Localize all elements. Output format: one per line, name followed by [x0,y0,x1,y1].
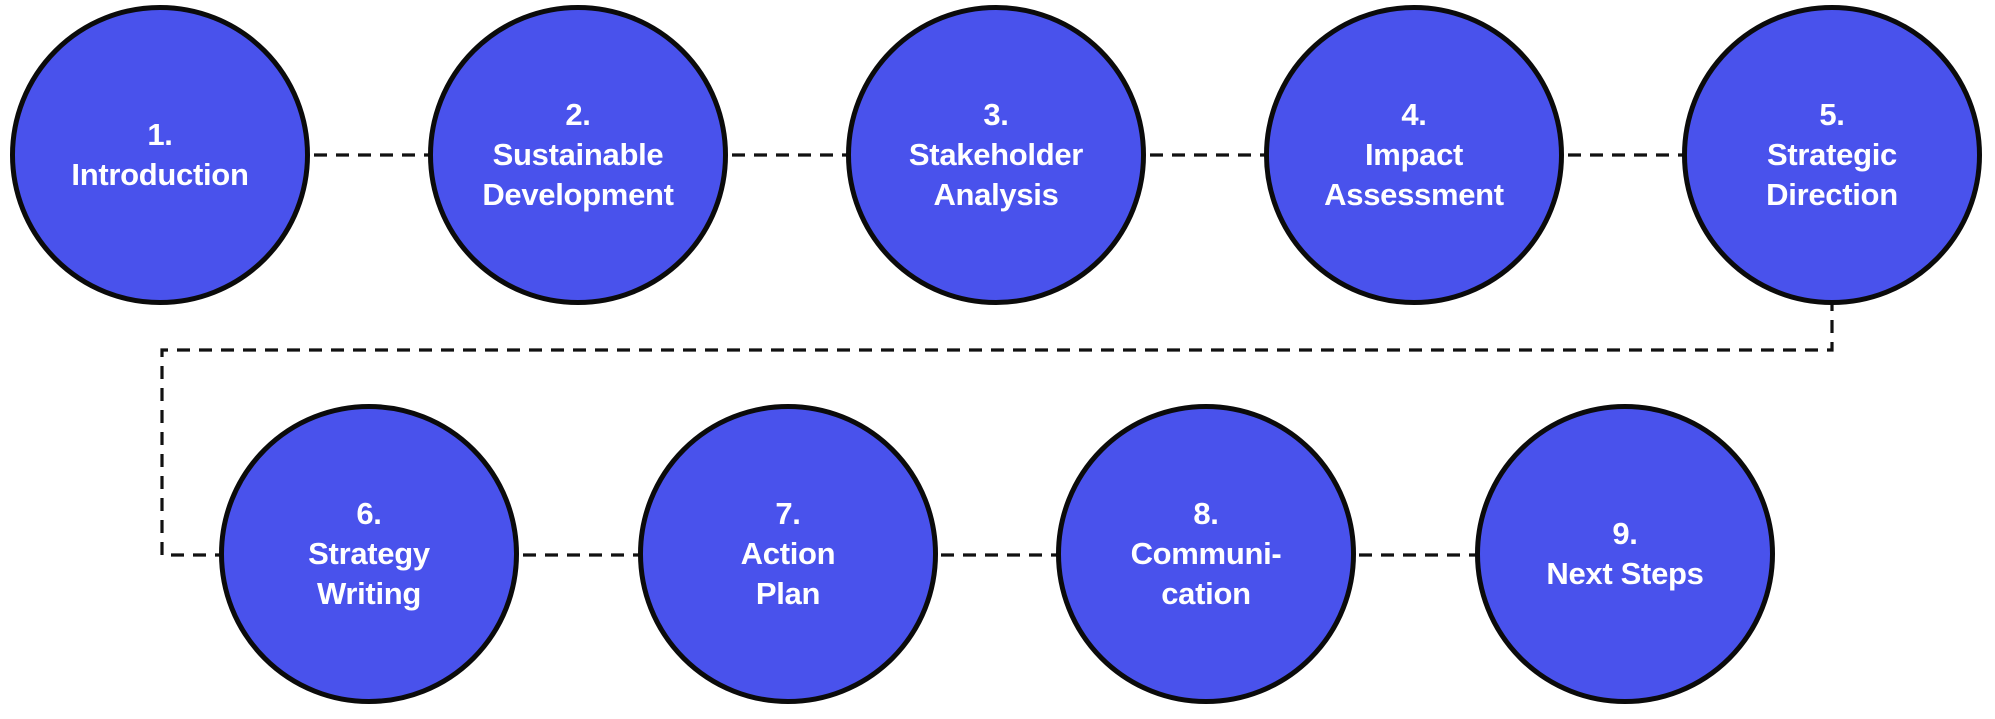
step-label: Stakeholder Analysis [908,137,1084,212]
step-circle-2: 2. Sustainable Development [428,5,728,305]
step-circle-6: 6. Strategy Writing [219,404,519,704]
step-label: Introduction [71,157,249,192]
step-number: 8. [1193,496,1219,531]
step-circle-9: 9. Next Steps [1475,404,1775,704]
step-label: Strategic Direction [1766,137,1898,212]
step-circle-5: 5. Strategic Direction [1682,5,1982,305]
step-label: Action Plan [740,536,836,611]
step-number: 7. [775,496,801,531]
step-number: 6. [356,496,382,531]
step-label: Sustainable Development [482,137,674,212]
step-circle-1: 1. Introduction [10,5,310,305]
step-label: Next Steps [1546,556,1704,591]
step-label: Communi- cation [1130,536,1282,611]
step-circle-3: 3. Stakeholder Analysis [846,5,1146,305]
row-wrap-connector [160,298,1834,557]
step-circle-8: 8. Communi- cation [1056,404,1356,704]
step-circle-7: 7. Action Plan [638,404,938,704]
step-number: 2. [565,97,591,132]
step-number: 3. [983,97,1009,132]
step-circle-4: 4. Impact Assessment [1264,5,1564,305]
step-label: Strategy Writing [308,536,430,611]
step-number: 4. [1401,97,1427,132]
step-number: 9. [1612,516,1638,551]
step-number: 1. [147,117,173,152]
step-number: 5. [1819,97,1845,132]
step-label: Impact Assessment [1324,137,1504,212]
